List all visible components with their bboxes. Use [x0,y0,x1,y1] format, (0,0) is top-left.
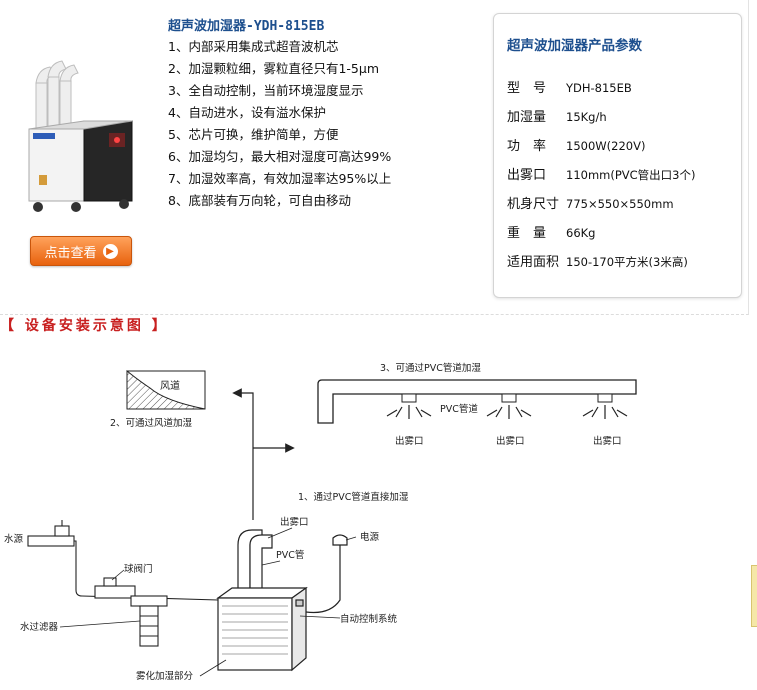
feature-item: 1、内部采用集成式超音波机芯 [168,39,339,54]
feature-list: 1、内部采用集成式超音波机芯 2、加湿颗粒细，雾粒直径只有1-5μm 3、全自动… [168,36,391,212]
product-title[interactable]: 超声波加湿器-YDH-815EB [168,19,325,34]
spec-title: 超声波加湿器产品参数 [507,38,642,54]
install-diagram: 风道 2、可通过风道加湿 3、可通过PVC管道加湿 PVC管道 出雾口 出雾口 … [4,362,637,682]
feature-item: 4、自动进水，设有溢水保护 [168,105,326,120]
air-duct: 风道 [126,369,206,410]
water-filter-label: 水过滤器 [20,621,59,633]
section-title: 【 设备安装示意图 】 [0,318,169,334]
mist-outlet-label-1: 出雾口 [395,435,424,447]
water-source-label: 水源 [4,533,24,545]
view-details-button[interactable]: 点击查看 ▶ [30,236,132,266]
mist-outlet-label-2: 出雾口 [496,435,525,447]
feature-item: 3、全自动控制，当前环境湿度显示 [168,83,364,98]
duct-label: 风道 [160,379,180,392]
via-duct-label: 2、可通过风道加湿 [110,417,193,429]
view-details-label: 点击查看 [44,245,97,261]
feature-item: 8、底部装有万向轮，可自由移动 [168,193,351,208]
humidifier-photo[interactable] [14,55,144,220]
product-card: 点击查看 ▶ 超声波加湿器-YDH-815EB 1、内部采用集成式超音波机芯 2… [0,0,749,315]
via-pvc-label: 3、可通过PVC管道加湿 [380,362,481,374]
feature-item: 2、加湿颗粒细，雾粒直径只有1-5μm [168,61,379,76]
auto-control-label: 自动控制系统 [340,613,398,625]
ball-valve-label: 球阀门 [124,563,153,575]
pvc-pipe-label: PVC管道 [440,403,478,415]
arrow-to-duct [232,388,254,448]
feature-item: 7、加湿效率高，有效加湿率达95%以上 [168,171,392,186]
pvc-tube-label: PVC管 [276,549,304,561]
humidifier-unit [216,529,308,672]
atomizer-label: 雾化加湿部分 [136,670,194,682]
feature-item: 5、芯片可换，维护简单，方便 [168,127,339,142]
mist-outlet-label-3: 出雾口 [593,435,622,447]
outlet-label: 出雾口 [280,516,309,528]
side-tab[interactable] [751,565,757,627]
pvc-pipe [317,379,637,424]
arrow-right-icon: ▶ [102,243,118,259]
power-label: 电源 [360,531,380,543]
feature-item: 6、加湿均匀，最大相对湿度可高达99% [168,149,392,164]
water-supply [27,520,219,647]
direct-pvc-label: 1、通过PVC管道直接加湿 [298,491,409,503]
power-cord [305,534,348,614]
